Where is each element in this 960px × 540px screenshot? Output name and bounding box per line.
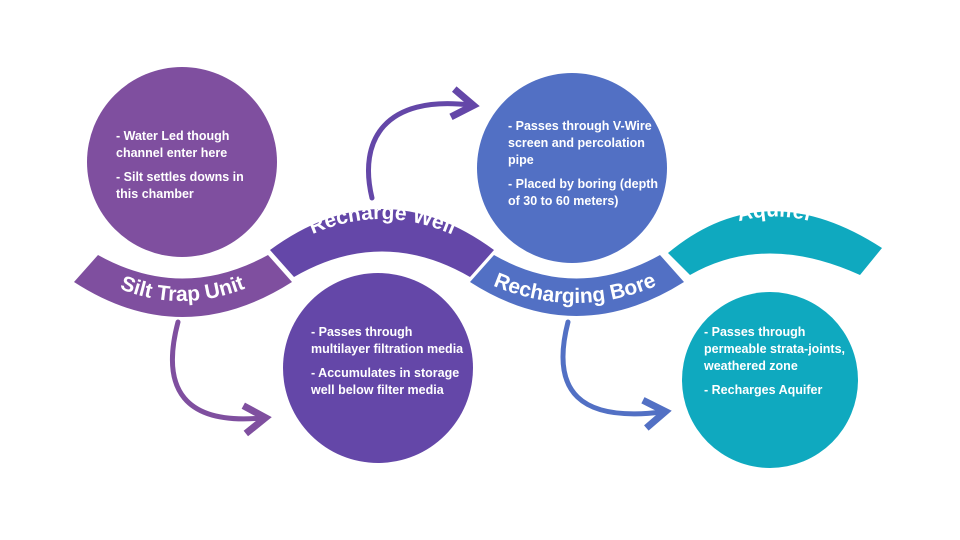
silt-trap-point-1: - Water Led though channel enter here [116,129,230,160]
silt-trap-band [74,255,292,317]
recharging-bore-band [470,255,684,316]
aquifer-point-1: - Passes through permeable strata-joints… [704,325,846,373]
aquifer-description: - Passes through permeable strata-joints… [704,324,854,406]
silt-trap-point-2: - Silt settles downs in this chamber [116,170,244,201]
silt-trap-circle [87,67,277,257]
recharging-bore-point-2: - Placed by boring (depth of 30 to 60 me… [508,177,659,208]
recharging-bore-description: - Passes through V-Wire screen and perco… [508,118,658,217]
recharge-well-description: - Passes through multilayer filtration m… [311,324,471,406]
arrow-silt-to-recharge-well [169,319,272,437]
recharge-well-band [270,209,494,277]
aquifer-band [668,211,882,275]
silt-trap-description: - Water Led though channel enter here - … [116,128,256,210]
aquifer-circle [682,292,858,468]
recharging-bore-point-1: - Passes through V-Wire screen and perco… [508,119,652,167]
aquifer-point-2: - Recharges Aquifer [704,383,823,397]
recharging-bore-circle [477,73,667,263]
arrow-bore-to-aquifer [560,319,672,431]
recharge-well-circle [283,273,473,463]
recharge-well-point-2: - Accumulates in storage well below filt… [311,366,460,397]
recharge-well-point-1: - Passes through multilayer filtration m… [311,325,464,356]
arrow-recharge-well-to-bore [366,86,480,201]
